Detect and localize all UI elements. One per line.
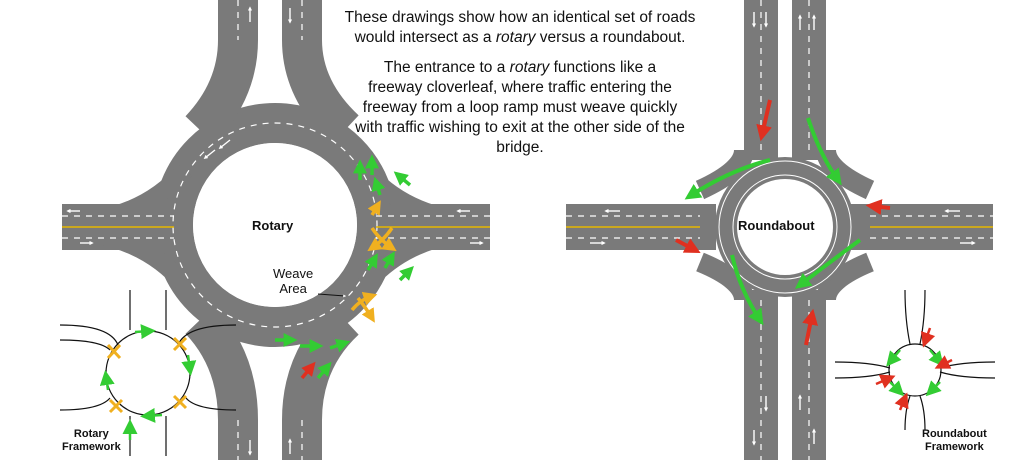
caption-intro: These drawings show how an identical set… [318,8,722,48]
caption-line2-before: would intersect as a [354,29,496,46]
caption-para2-em: rotary [509,59,550,76]
caption-para2-before: The entrance to a [383,59,510,76]
roundabout-framework-line1: Roundabout [922,428,987,440]
rotary-traffic-arrows [275,154,414,380]
caption-explanation: The entrance to a rotary functions like … [355,58,685,158]
rotary-framework [59,290,237,456]
caption-line1: These drawings show how an identical set… [344,9,696,26]
roundabout-framework-line2: Framework [925,441,984,453]
weave-label-line1: Weave [273,266,314,281]
rotary-south-left-road [185,306,258,460]
rotary-framework-line1: Rotary [73,428,109,440]
rotary-north-left-road [185,0,258,144]
caption: These drawings show how an identical set… [318,8,722,168]
roundabout-roads [566,0,993,460]
caption-line2-em: rotary [495,29,536,46]
caption-para2-after: functions like a freeway cloverleaf, whe… [355,59,685,156]
rotary-label: Rotary [252,218,294,233]
rotary-framework-line2: Framework [62,441,121,453]
weave-area-label: Weave Area [273,266,313,296]
roundabout-framework-label: Roundabout Framework [922,428,987,454]
rotary-north-right-road [282,0,359,145]
weave-label-line2: Area [279,281,307,296]
rotary-island [193,143,357,307]
roundabout-label: Roundabout [738,218,815,233]
roundabout-traffic-arrows [675,99,891,346]
rotary-framework-label: Rotary Framework [62,428,121,454]
caption-line2-after: versus a roundabout. [535,29,686,46]
roundabout-island [737,179,833,275]
roundabout-framework [834,289,996,431]
rotary-south-right-road [282,305,360,460]
